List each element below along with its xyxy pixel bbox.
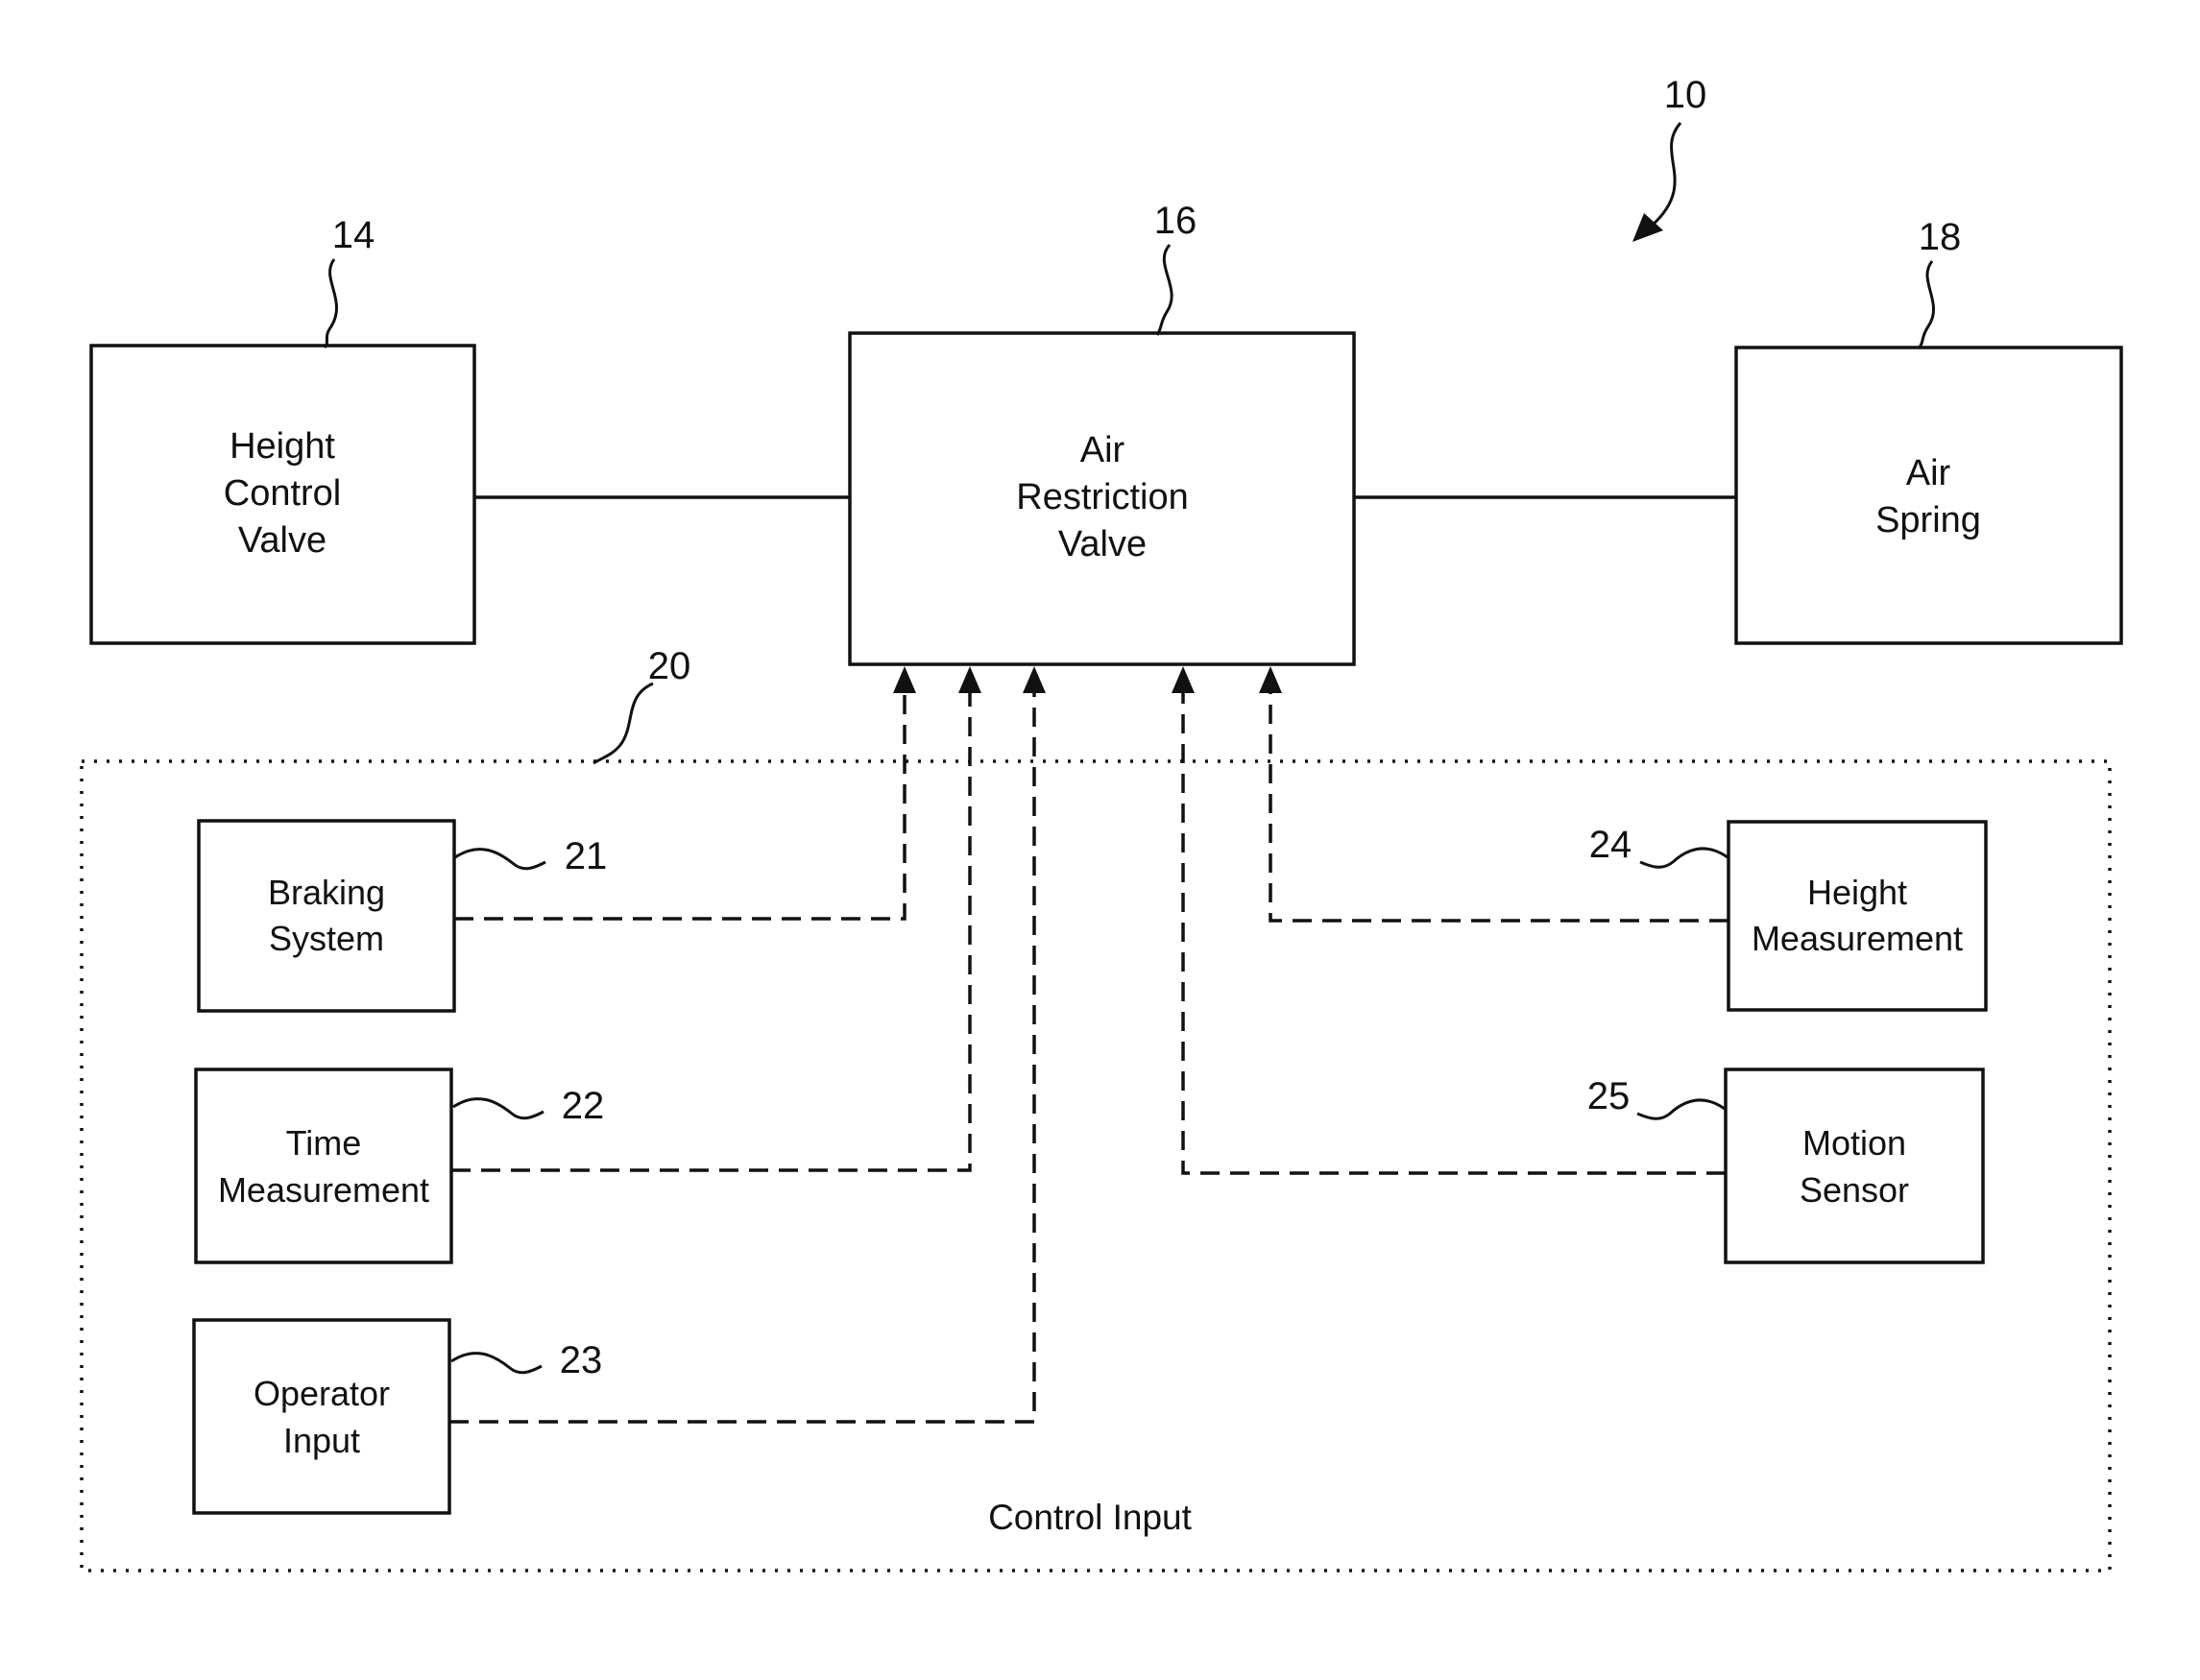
height-control-valve-ref: 14 bbox=[332, 214, 375, 256]
arrow-braking-signal bbox=[893, 666, 916, 693]
braking-system-line-2: System bbox=[269, 919, 384, 958]
height-measurement-box bbox=[1729, 822, 1986, 1010]
air-restriction-valve-ref: 16 bbox=[1154, 200, 1197, 242]
time-measurement-ref: 22 bbox=[562, 1085, 605, 1127]
height-measurement-block: Height Measurement 24 bbox=[1589, 822, 1986, 1010]
signal-height-measurement-to-restriction-valve bbox=[1270, 693, 1729, 921]
control-input-leader bbox=[593, 684, 653, 763]
height-control-valve-block: Height Control Valve 14 bbox=[91, 214, 474, 643]
air-spring-line-2: Spring bbox=[1875, 500, 1981, 540]
arrow-time-signal bbox=[958, 666, 981, 693]
height-measurement-ref: 24 bbox=[1589, 824, 1632, 866]
arrow-operator-signal bbox=[1023, 666, 1046, 693]
motion-sensor-ref: 25 bbox=[1587, 1075, 1631, 1117]
height-measurement-leader bbox=[1640, 849, 1728, 867]
motion-sensor-line-2: Sensor bbox=[1800, 1170, 1909, 1210]
braking-system-line-1: Braking bbox=[268, 873, 385, 912]
height-measurement-line-2: Measurement bbox=[1752, 919, 1963, 958]
operator-input-line-1: Operator bbox=[254, 1374, 390, 1413]
height-control-valve-leader bbox=[325, 259, 337, 348]
motion-sensor-block: Motion Sensor 25 bbox=[1587, 1069, 1983, 1262]
operator-input-ref: 23 bbox=[560, 1339, 603, 1381]
arrow-motion-signal bbox=[1172, 666, 1195, 693]
height-measurement-line-1: Height bbox=[1807, 873, 1907, 912]
figure-reference: 10 bbox=[1632, 74, 1706, 242]
operator-input-line-2: Input bbox=[283, 1421, 360, 1460]
control-input-caption: Control Input bbox=[988, 1498, 1193, 1537]
motion-sensor-line-1: Motion bbox=[1802, 1123, 1906, 1163]
height-control-valve-line-1: Height bbox=[230, 426, 335, 467]
operator-input-box bbox=[194, 1320, 449, 1513]
time-measurement-line-1: Time bbox=[286, 1123, 362, 1163]
operator-input-leader bbox=[451, 1354, 542, 1373]
air-spring-box bbox=[1736, 348, 2121, 643]
air-spring-block: Air Spring 18 bbox=[1736, 216, 2121, 643]
control-input-ref: 20 bbox=[648, 645, 691, 687]
motion-sensor-box bbox=[1726, 1069, 1983, 1262]
air-spring-line-1: Air bbox=[1906, 453, 1951, 493]
air-restriction-valve-line-3: Valve bbox=[1058, 524, 1147, 564]
air-restriction-valve-leader bbox=[1157, 245, 1172, 335]
signal-operator-to-restriction-valve bbox=[449, 693, 1034, 1422]
air-spring-leader bbox=[1919, 261, 1934, 348]
motion-sensor-leader bbox=[1637, 1100, 1725, 1118]
time-measurement-line-2: Measurement bbox=[218, 1170, 429, 1210]
arrow-height-measurement-signal bbox=[1259, 666, 1282, 693]
figure-ref-number: 10 bbox=[1664, 74, 1707, 116]
figure-ref-pointer bbox=[1652, 123, 1680, 226]
operator-input-block: Operator Input 23 bbox=[194, 1320, 602, 1513]
time-measurement-box bbox=[196, 1069, 451, 1262]
braking-system-leader bbox=[455, 850, 545, 869]
air-restriction-valve-line-1: Air bbox=[1080, 430, 1125, 470]
signal-motion-to-restriction-valve bbox=[1183, 693, 1726, 1173]
signal-braking-to-restriction-valve bbox=[454, 693, 905, 919]
time-measurement-block: Time Measurement 22 bbox=[196, 1069, 604, 1262]
braking-system-block: Braking System 21 bbox=[199, 821, 607, 1011]
air-spring-ref: 18 bbox=[1919, 216, 1962, 258]
braking-system-box bbox=[199, 821, 454, 1011]
height-control-valve-line-3: Valve bbox=[238, 520, 326, 561]
air-restriction-valve-block: Air Restriction Valve 16 bbox=[850, 200, 1354, 664]
signal-time-to-restriction-valve bbox=[451, 693, 970, 1170]
control-signal-lines bbox=[449, 666, 1729, 1422]
time-measurement-leader bbox=[453, 1099, 544, 1118]
braking-system-ref: 21 bbox=[565, 835, 608, 877]
height-control-valve-line-2: Control bbox=[224, 473, 342, 514]
air-restriction-valve-line-2: Restriction bbox=[1016, 477, 1189, 517]
